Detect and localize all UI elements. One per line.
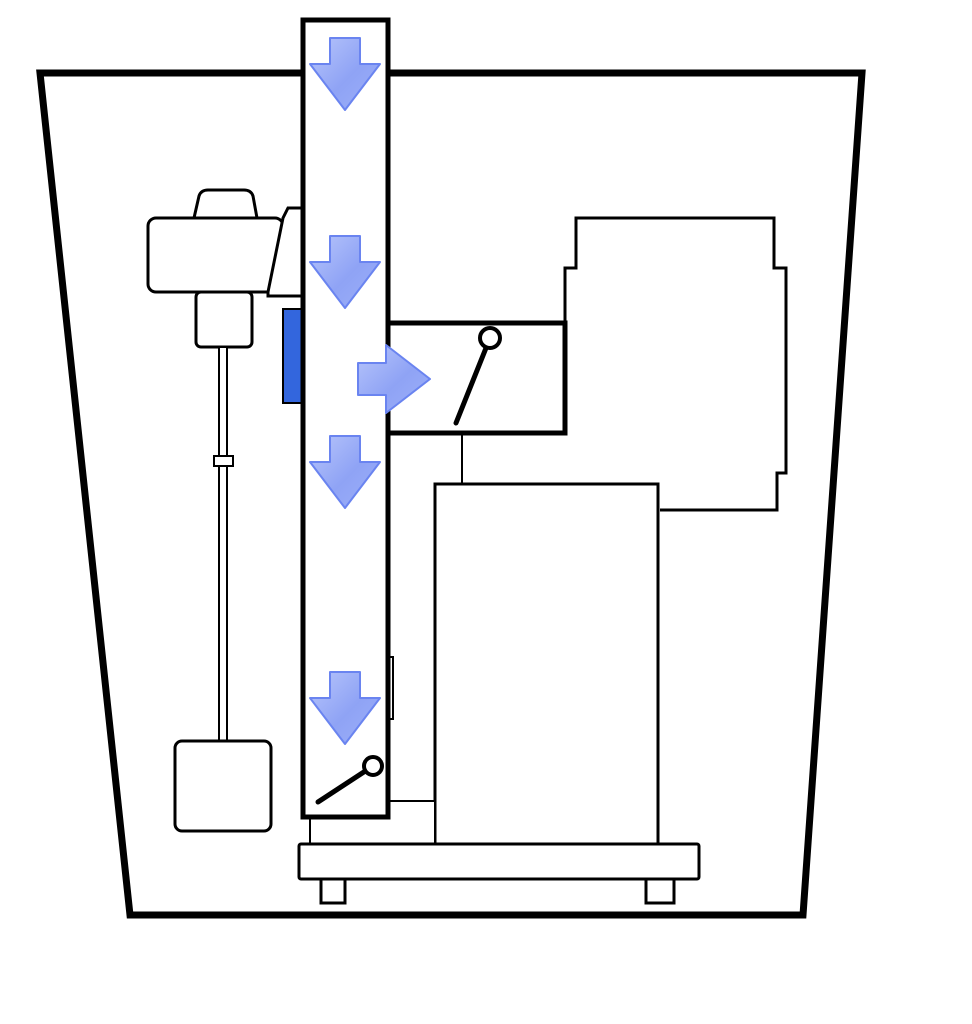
equipment-cabinet	[433, 482, 660, 846]
flow-arrow-down-1	[309, 37, 381, 111]
flow-arrow-down-4	[309, 671, 381, 745]
flow-arrow-down-2	[309, 235, 381, 309]
base-foot-left	[319, 877, 347, 905]
counterweight	[173, 739, 273, 833]
branch-damper-pivot	[478, 326, 502, 350]
base-foot-right	[644, 877, 676, 905]
flow-arrow-right	[357, 344, 431, 414]
branch-damper	[453, 335, 493, 426]
motor-housing	[146, 216, 285, 294]
bottom-damper-pivot	[362, 755, 384, 777]
upper-unit	[563, 216, 788, 512]
drive-rod	[218, 346, 228, 743]
rod-coupling	[213, 455, 234, 467]
motor-neck	[194, 290, 254, 349]
flow-arrow-down-3	[309, 435, 381, 509]
motor-cap	[192, 188, 259, 219]
blue-accent-plate	[282, 308, 304, 404]
base-platform	[297, 842, 701, 881]
